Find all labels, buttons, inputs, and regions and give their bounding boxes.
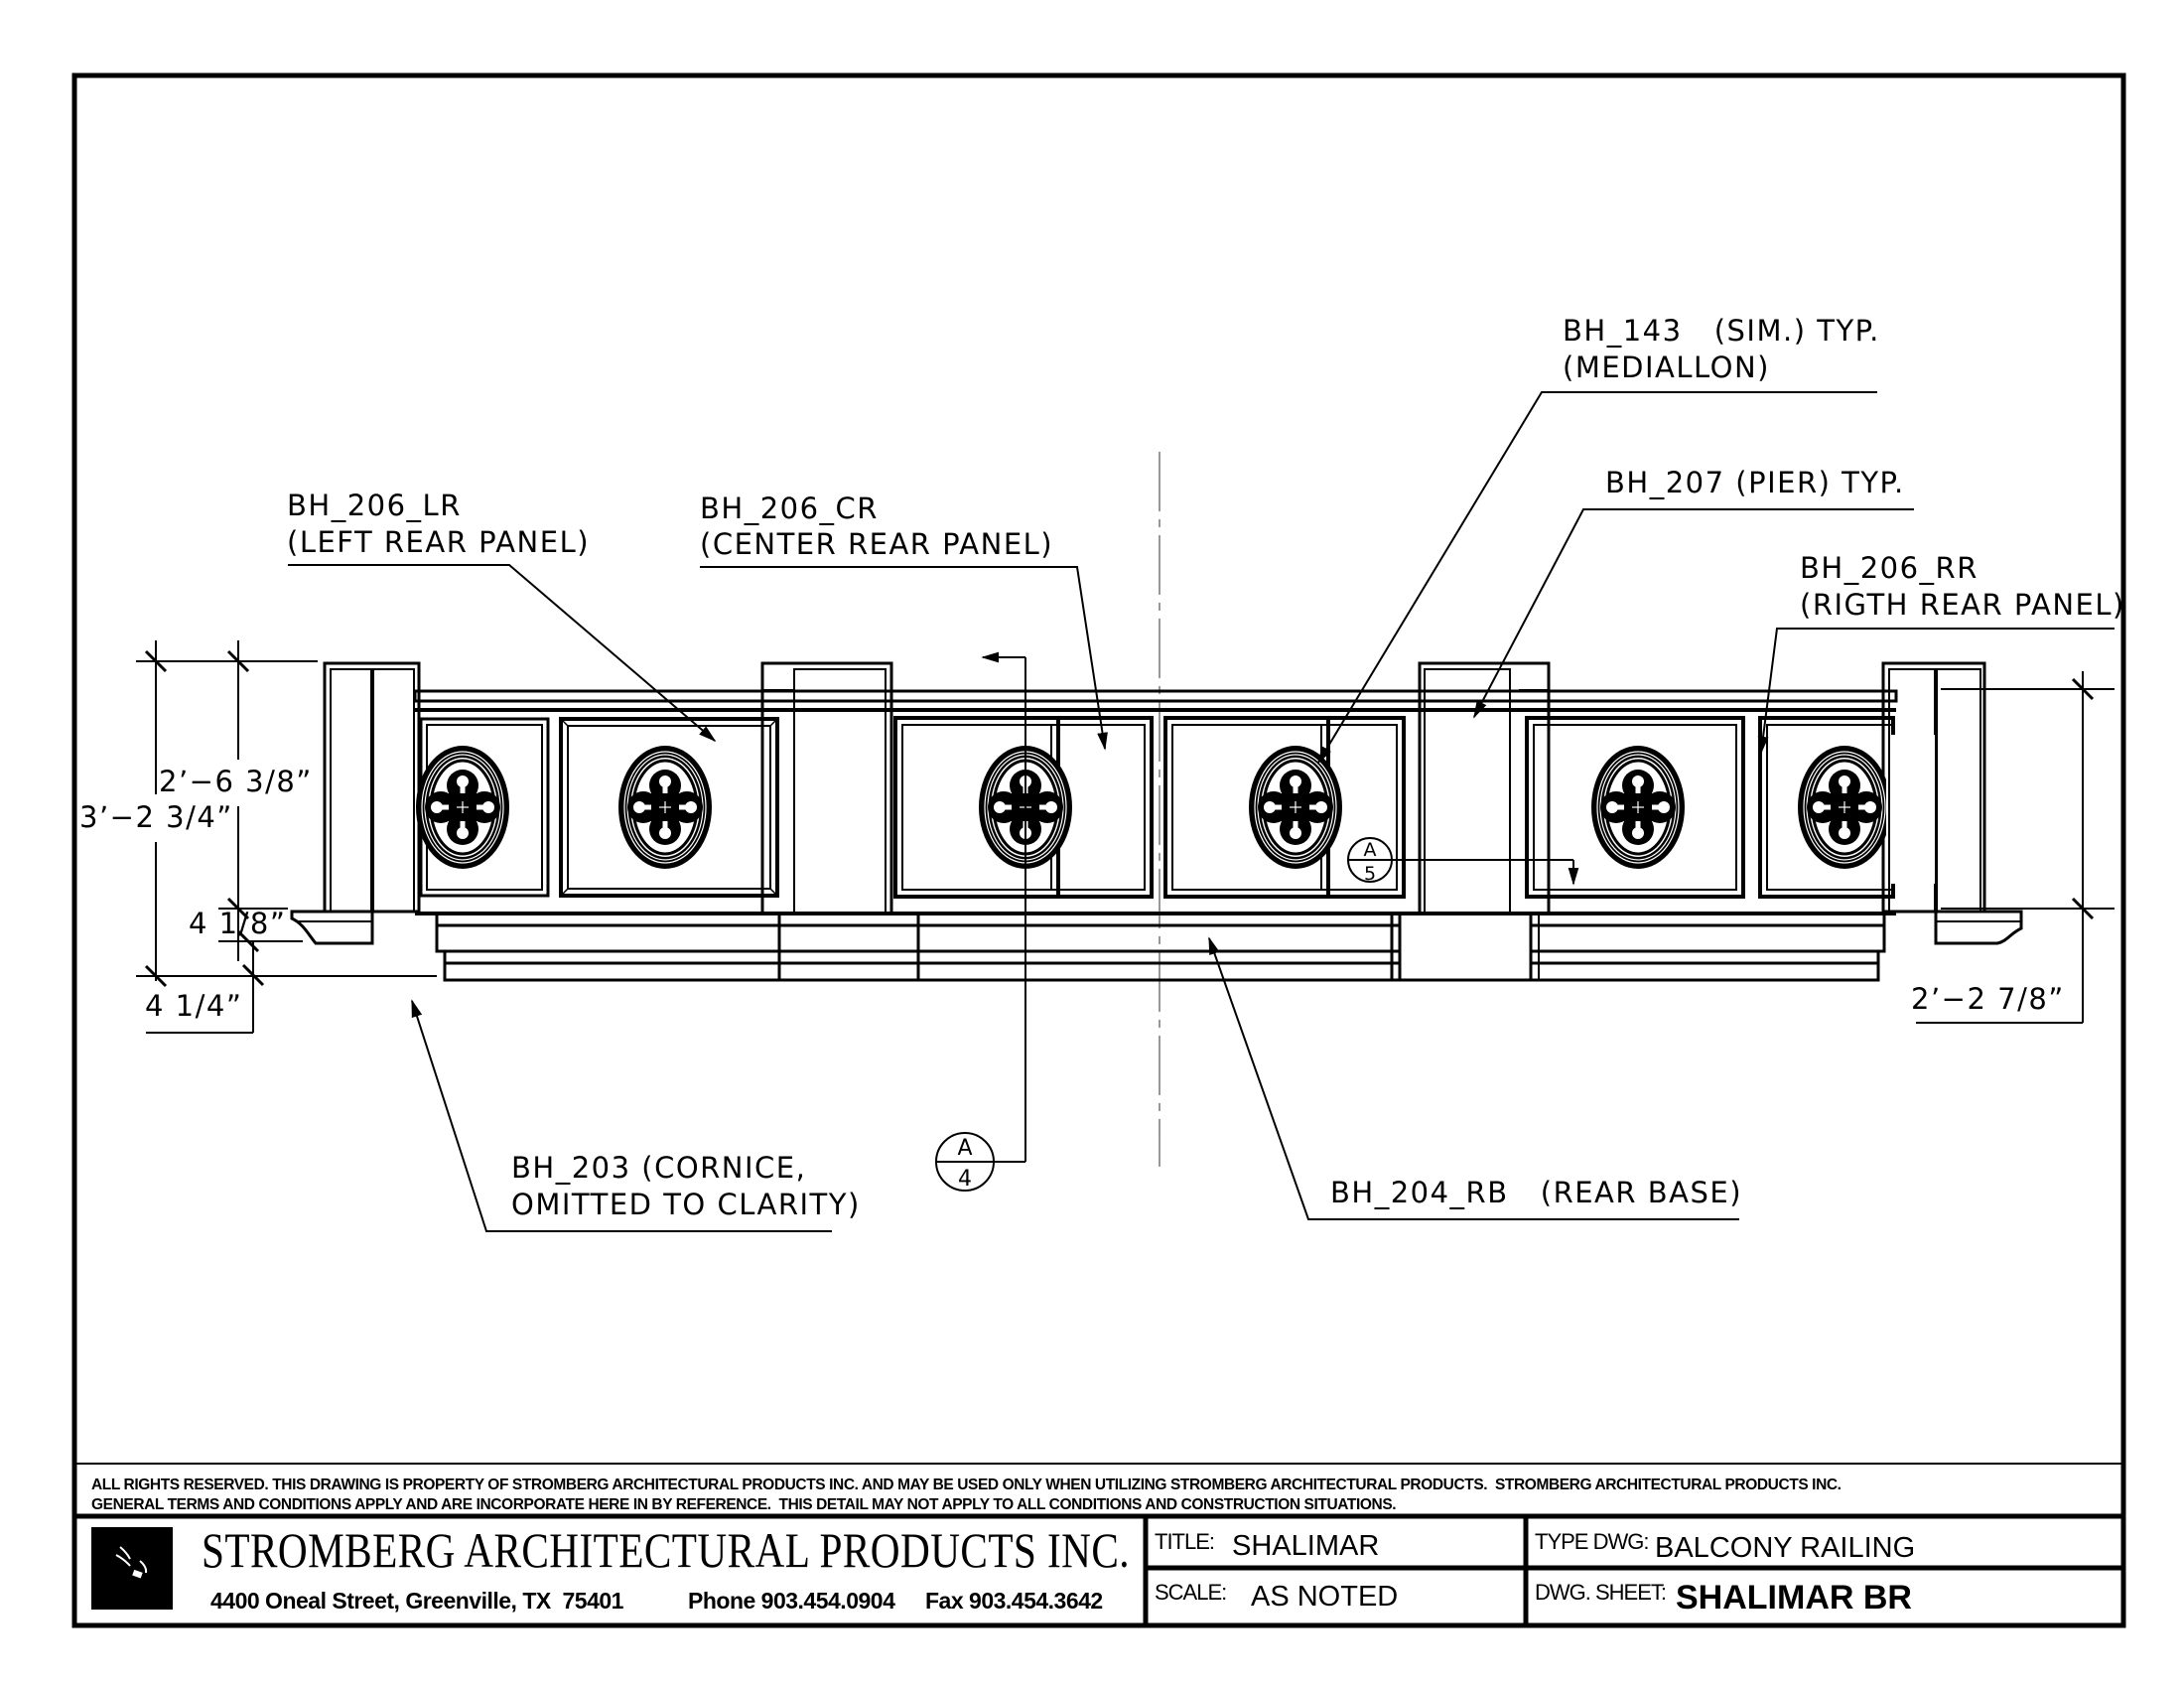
copyright-notice-line1: ALL RIGHTS RESERVED. THIS DRAWING IS PRO… — [91, 1477, 1842, 1493]
pier — [760, 661, 893, 915]
callout-cornice-code: BH_203 (CORNICE, — [511, 1151, 806, 1185]
scale-label: SCALE: — [1155, 1580, 1226, 1605]
company-address: 4400 Oneal Street, Greenville, TX 75401 — [210, 1588, 624, 1614]
callout-right-rear-panel-code: BH_206_RR — [1800, 551, 1979, 585]
dwg-sheet-value: SHALIMAR BR — [1676, 1579, 1912, 1617]
title-block — [74, 1513, 2123, 1625]
sheet-border — [71, 72, 2126, 1628]
railing-elevation — [290, 452, 2023, 1167]
dwg-sheet-label: DWG. SHEET: — [1535, 1580, 1666, 1605]
left-rear-panel — [419, 717, 779, 898]
dimension-lines — [136, 640, 2115, 1034]
callout-rear-base: BH_204_RB (REAR BASE) — [1330, 1176, 1742, 1209]
callout-medallion-desc: (MEDIALLON) — [1563, 351, 1770, 384]
section-marker-letter: A — [1364, 839, 1377, 861]
company-logo — [91, 1527, 173, 1610]
callout-left-rear-panel-code: BH_206_LR — [287, 489, 462, 522]
company-phone: Phone 903.454.0904 — [688, 1588, 895, 1614]
callout-right-rear-panel-desc: (RIGTH REAR PANEL) — [1800, 588, 2125, 622]
dimension-right-height: 2’−2 7/8” — [1911, 982, 2065, 1016]
company-fax: Fax 903.454.3642 — [925, 1588, 1103, 1614]
top-rail — [413, 689, 1898, 703]
pier — [1418, 661, 1551, 915]
callout-medallion-code: BH_143 (SIM.) TYP. — [1563, 314, 1880, 348]
type-dwg-label: TYPE DWG: — [1535, 1529, 1648, 1554]
section-cut-a4 — [935, 651, 1026, 1192]
dimension-overall-height: 3’−2 3/4” — [79, 800, 233, 834]
medallion-icon — [1796, 744, 1893, 871]
callout-left-rear-panel-desc: (LEFT REAR PANEL) — [287, 525, 590, 559]
dimension-panel-height: 2’−6 3/8” — [159, 765, 313, 798]
type-dwg-value: BALCONY RAILING — [1655, 1532, 1915, 1564]
callout-center-rear-panel-desc: (CENTER REAR PANEL) — [700, 527, 1053, 561]
section-marker-letter: A — [957, 1136, 972, 1161]
section-marker-number: 4 — [958, 1167, 972, 1192]
leader-lines — [288, 391, 2115, 1232]
medallion-icon — [414, 744, 511, 871]
callout-cornice-desc: OMITTED TO CLARITY) — [511, 1188, 861, 1221]
dimension-base-upper: 4 1/8” — [189, 907, 286, 940]
dimension-base-lower: 4 1/4” — [145, 989, 242, 1023]
callout-center-rear-panel-code: BH_206_CR — [700, 492, 879, 525]
section-marker-number: 5 — [1364, 863, 1376, 885]
copyright-notice-line2: GENERAL TERMS AND CONDITIONS APPLY AND A… — [91, 1496, 1396, 1513]
medallion-icon — [1589, 744, 1687, 871]
callout-pier-code: BH_207 (PIER) TYP. — [1605, 466, 1905, 499]
medallion-icon — [1247, 744, 1344, 871]
title-value: SHALIMAR — [1232, 1530, 1379, 1562]
section-cut-a5 — [1347, 837, 1579, 886]
title-label: TITLE: — [1155, 1529, 1214, 1554]
scale-value: AS NOTED — [1251, 1581, 1398, 1613]
rear-base — [435, 912, 1886, 982]
medallion-icon — [616, 744, 714, 871]
company-name: STROMBERG ARCHITECTURAL PRODUCTS INC. — [202, 1522, 1130, 1578]
